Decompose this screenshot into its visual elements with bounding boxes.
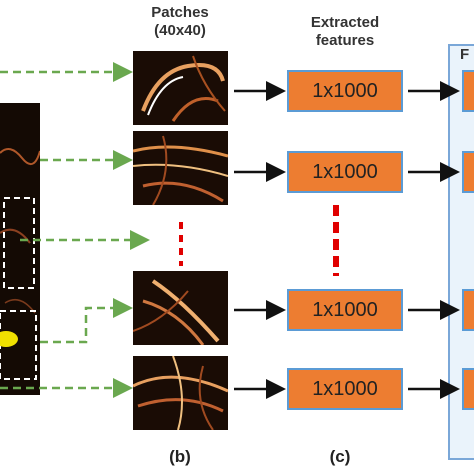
patch-image-1 bbox=[133, 51, 228, 125]
feature-box-2: 1x1000 bbox=[287, 151, 403, 193]
features-header: Extracted features bbox=[290, 14, 400, 50]
feature-box-3: 1x1000 bbox=[287, 289, 403, 331]
source-image-texture bbox=[0, 103, 40, 395]
dashed-arrow-4 bbox=[40, 308, 128, 342]
features-header-line2: features bbox=[290, 32, 400, 50]
patch-image-3 bbox=[133, 271, 228, 345]
right-box-1 bbox=[462, 70, 474, 112]
right-box-3 bbox=[462, 289, 474, 331]
right-panel-header: F bbox=[460, 46, 469, 63]
caption-c: (c) bbox=[320, 447, 360, 467]
patch-texture-3 bbox=[133, 271, 228, 345]
patch-image-2 bbox=[133, 131, 228, 205]
features-header-line1: Extracted bbox=[290, 14, 400, 32]
source-image bbox=[0, 103, 40, 395]
patch-image-4 bbox=[133, 356, 228, 430]
patches-header-line1: Patches bbox=[130, 4, 230, 22]
caption-b: (b) bbox=[160, 447, 200, 467]
feature-box-1: 1x1000 bbox=[287, 70, 403, 112]
feature-box-4: 1x1000 bbox=[287, 368, 403, 410]
patch-texture-1 bbox=[133, 51, 228, 125]
right-box-4 bbox=[462, 368, 474, 410]
patch-texture-2 bbox=[133, 131, 228, 205]
patches-header-line2: (40x40) bbox=[130, 22, 230, 40]
patch-texture-4 bbox=[133, 356, 228, 430]
patches-header: Patches (40x40) bbox=[130, 4, 230, 40]
right-box-2 bbox=[462, 151, 474, 193]
